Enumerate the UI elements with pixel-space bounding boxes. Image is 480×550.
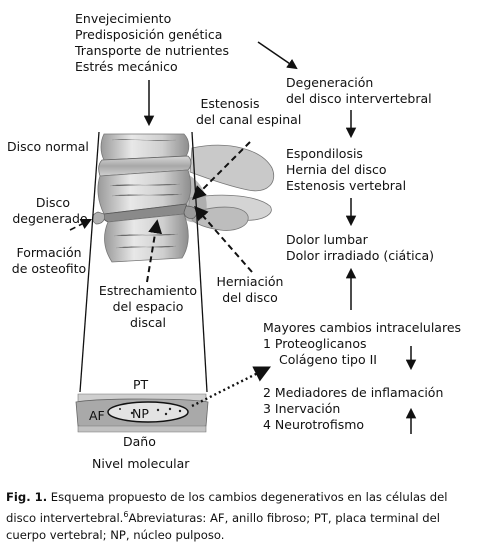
cellular-proteoglycans: 1 Proteoglicanos [263, 336, 367, 351]
vertebral-body-lower [104, 213, 189, 263]
narrowing-label-2: del espacio [112, 299, 184, 314]
narrowing-label-1: Estrechamiento [98, 283, 198, 298]
zoom-guide-lines [79, 131, 208, 393]
nucleus-ellipse [107, 401, 189, 423]
stenosis-label-1: Estenosis [200, 96, 260, 111]
osteophyte-label-1: Formación [16, 245, 82, 260]
herniation-bulge [183, 205, 198, 219]
caption-abbreviations: Abreviaturas: AF, anillo fibroso; PT, pl… [6, 510, 440, 542]
dashed-arrows [69, 141, 253, 283]
af-label: AF [89, 408, 105, 423]
molecular-disc-illustration [75, 393, 209, 433]
osteophyte-label-2: de osteofito [11, 261, 87, 276]
np-label: NP [132, 406, 149, 421]
cellular-innervation: 3 Inervación [263, 401, 341, 416]
degenerated-disc-label-2: degenerado [12, 211, 88, 226]
cause-genetic: Predisposición genética [75, 27, 223, 42]
condition-spondylosis: Espondilosis [286, 146, 363, 161]
caption-label: Fig. 1. [6, 490, 48, 504]
pain-radiated: Dolor irradiado (ciática) [286, 248, 434, 263]
spine-illustration [92, 133, 274, 263]
vertebral-body-top [100, 133, 190, 161]
caption-reference: 6 [123, 510, 129, 519]
stenosis-arrow [192, 141, 251, 200]
causes-to-degeneration-arrow [257, 41, 298, 70]
degeneration-line-2: del disco intervertebral [286, 91, 432, 106]
cellular-neurotrophism: 4 Neurotrofismo [263, 417, 365, 432]
flow-arrows [143, 41, 417, 434]
osteophyte [92, 211, 105, 225]
herniation-label-1: Herniación [216, 274, 284, 289]
normal-disc-label: Disco normal [7, 139, 89, 154]
osteophyte-arrow [69, 218, 93, 231]
herniation-arrow [194, 205, 253, 273]
figure-caption: Fig. 1. Esquema propuesto de los cambios… [6, 489, 476, 544]
pt-label: PT [133, 377, 149, 392]
cause-mechanical: Estrés mecánico [75, 59, 178, 74]
narrowing-label-3: discal [130, 315, 166, 330]
cell-dots [119, 407, 182, 416]
cellular-collagen: Colágeno tipo II [279, 352, 377, 367]
narrowing-arrow [146, 219, 163, 283]
herniation-label-2: del disco [222, 290, 278, 305]
stenosis-label-2: del canal espinal [196, 112, 302, 127]
condition-stenosis: Estenosis vertebral [286, 178, 407, 193]
condition-hernia: Hernia del disco [286, 162, 387, 177]
degeneration-line-1: Degeneración [286, 75, 374, 90]
cause-aging: Envejecimiento [75, 11, 172, 26]
caption-text: Esquema propuesto de los cambios degener… [6, 490, 448, 525]
cellular-changes-title: Mayores cambios intracelulares [263, 320, 462, 335]
cause-nutrients: Transporte de nutrientes [75, 43, 229, 58]
molecular-link-arrow [191, 366, 272, 408]
posterior-process-upper [189, 144, 274, 192]
pain-lumbar: Dolor lumbar [286, 232, 368, 247]
cellular-mediators: 2 Mediadores de inflamación [263, 385, 444, 400]
damage-label: Daño [123, 434, 156, 449]
degenerated-disc-label-1: Disco [35, 195, 71, 210]
molecular-level-label: Nivel molecular [92, 456, 190, 471]
